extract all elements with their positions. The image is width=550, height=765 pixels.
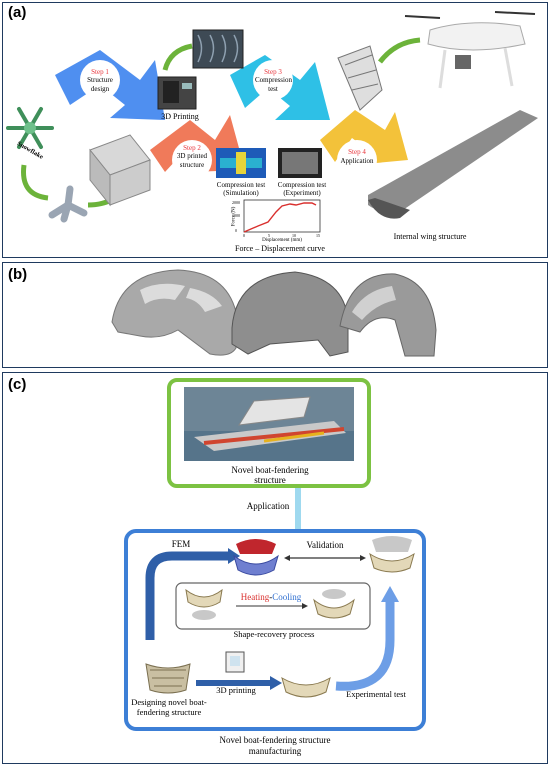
- heating-cooling-dash: -: [269, 592, 273, 602]
- helmet-solid-image: [111, 269, 237, 356]
- heating-label: Heating: [240, 592, 270, 602]
- step4-circle: [337, 140, 377, 180]
- wing-image: [368, 110, 538, 219]
- panel-c-label: (c): [8, 376, 27, 393]
- step3-num: Step 3: [264, 68, 282, 76]
- step2-text: 3D printed structure: [176, 152, 208, 169]
- application-frame: [167, 378, 371, 488]
- wing-label: Internal wing structure: [393, 232, 467, 241]
- shape-recovery-label: Shape-recovery process: [233, 629, 315, 639]
- exp-label: Compression test (Experiment): [277, 181, 327, 197]
- step1-num: Step 1: [91, 68, 109, 76]
- curve-xtick: 15: [316, 233, 320, 238]
- curve-ytick: 0: [235, 228, 237, 233]
- curve-xtick: 0: [243, 233, 245, 238]
- step3-circle: [253, 60, 293, 100]
- printing-arrowhead: [270, 676, 282, 690]
- manufacturing-frame: [124, 529, 426, 731]
- helmet-lattice-image: [231, 271, 349, 357]
- experiment-image: [278, 148, 322, 178]
- test-fender-image: [369, 536, 415, 573]
- design-label: Designing novel boat-fendering structure: [131, 697, 207, 717]
- experimental-arrow: [335, 600, 395, 691]
- green-arrow-snowflake: [21, 164, 49, 201]
- panel-a-label: (a): [8, 4, 27, 21]
- fem-arrow: [145, 551, 230, 640]
- validation-arrowhead-right: [360, 555, 366, 561]
- drone-image: [404, 11, 536, 89]
- step1-text: Structure design: [87, 76, 113, 93]
- printed-fender-image: [281, 676, 331, 698]
- printing-label: 3D Printing: [161, 112, 199, 121]
- green-arrow-printed: [162, 43, 193, 71]
- curve-xlabel: Displacement (mm): [262, 238, 302, 243]
- printer-3d-icon: [157, 76, 197, 110]
- step2-num: Step 2: [183, 144, 201, 152]
- step4-num: Step 4: [348, 148, 366, 156]
- green-arrow-drone: [378, 37, 421, 64]
- step3-text: Compression test: [255, 76, 292, 93]
- fem-fender-image: [233, 539, 279, 576]
- lattice-insert-image: [337, 45, 383, 111]
- recovery-after-image: [313, 589, 355, 619]
- snowflake-icon: [6, 107, 54, 149]
- boat-image: [184, 387, 354, 461]
- printer-icon: [225, 651, 245, 673]
- sim-label: Compression test (Simulation): [216, 181, 266, 197]
- application-label: Application: [246, 501, 290, 511]
- cooling-label: Cooling: [272, 592, 302, 602]
- force-displacement-chart: [243, 199, 321, 233]
- experimental-arrowhead: [381, 586, 399, 602]
- curve-xtick: 5: [268, 233, 270, 238]
- simulation-image: [216, 148, 266, 178]
- heating-cooling-arrowhead: [302, 603, 308, 609]
- tetrapod-unit-icon: [48, 185, 88, 223]
- helmet-section-image: [339, 273, 437, 357]
- panel-b-graphics: [111, 269, 437, 357]
- curve-ytick: 2000: [232, 200, 240, 205]
- step1-circle: [80, 60, 120, 100]
- force-curve: [243, 202, 317, 233]
- heating-cooling-label: Heating-Cooling: [236, 592, 306, 602]
- lattice-block-icon: [89, 134, 151, 207]
- curve-caption: Force – Displacement curve: [235, 244, 325, 253]
- validation-arrowhead-left: [284, 555, 290, 561]
- recovery-before-image: [185, 588, 223, 620]
- step2-circle: [172, 140, 212, 180]
- panel-a-graphics: [6, 11, 538, 233]
- panel-b-label: (b): [8, 266, 28, 283]
- design-fender-image: [145, 663, 191, 694]
- validation-label: Validation: [306, 540, 344, 550]
- step4-text: Application: [340, 157, 374, 165]
- printing-label-c: 3D printing: [216, 685, 256, 695]
- fem-label: FEM: [171, 539, 191, 549]
- exp-test-label: Experimental test: [346, 689, 406, 699]
- curve-ytick: 1000: [232, 213, 240, 218]
- curve-xtick: 10: [292, 233, 296, 238]
- manufacturing-label: Novel boat-fendering structure manufactu…: [219, 735, 331, 756]
- application-connector: [295, 488, 301, 530]
- boat-label: Novel boat-fendering structure: [231, 465, 309, 485]
